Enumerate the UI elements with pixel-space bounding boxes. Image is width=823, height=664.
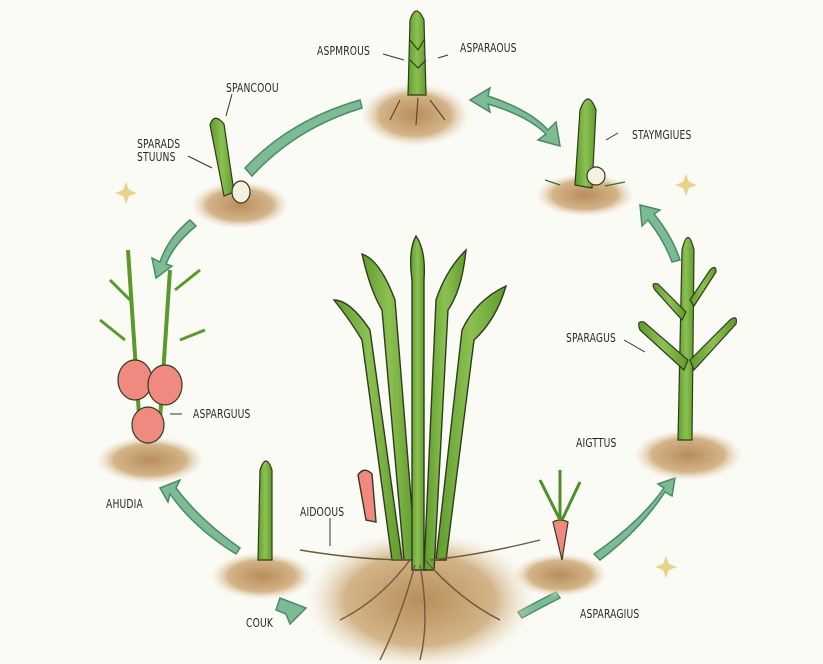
label-upper-left-top: SPANCOOU [226, 81, 279, 95]
label-top-left: ASPMROUS [317, 44, 371, 58]
stage-spear-bottom-left [257, 460, 273, 561]
stage-carrot-right [538, 470, 582, 561]
stage-sprout-top [389, 10, 446, 126]
stage-mature-right [638, 236, 737, 441]
center-roots [299, 539, 541, 661]
decorative-sparkles [115, 174, 697, 578]
label-bottom-right: ASPARAGIUS [580, 607, 640, 621]
label-upper-right: STAYMGIUES [632, 128, 692, 142]
arrow-bottom-left [275, 597, 308, 626]
stage-seedling-left [209, 117, 251, 204]
stage-center-bundle [332, 234, 508, 571]
arrow-right-lower [592, 476, 676, 561]
label-left-lower: AHUDIA [106, 497, 143, 511]
arrow-left-upper [150, 218, 198, 280]
label-right-mid: SPARAGUS [566, 331, 617, 345]
label-right-lower: AIGTTUS [576, 436, 617, 450]
label-center-small: AIDOOUS [300, 505, 345, 519]
stage-sprout-right [544, 98, 626, 189]
arrow-top-right [468, 86, 561, 148]
soil-mounds [95, 83, 743, 664]
arrow-left-lower [158, 478, 242, 556]
label-bottom-left: COUK [246, 616, 274, 630]
label-left-mid: ASPARGUUS [193, 407, 251, 421]
stage-carrot-left [99, 249, 206, 444]
leader-lines [170, 53, 646, 546]
label-top-right: ASPARAOUS [460, 41, 517, 55]
label-upper-left-side: SPARADS STUUNS [137, 137, 181, 164]
arrow-right-upper [639, 204, 681, 263]
arrow-top-left [243, 99, 363, 178]
